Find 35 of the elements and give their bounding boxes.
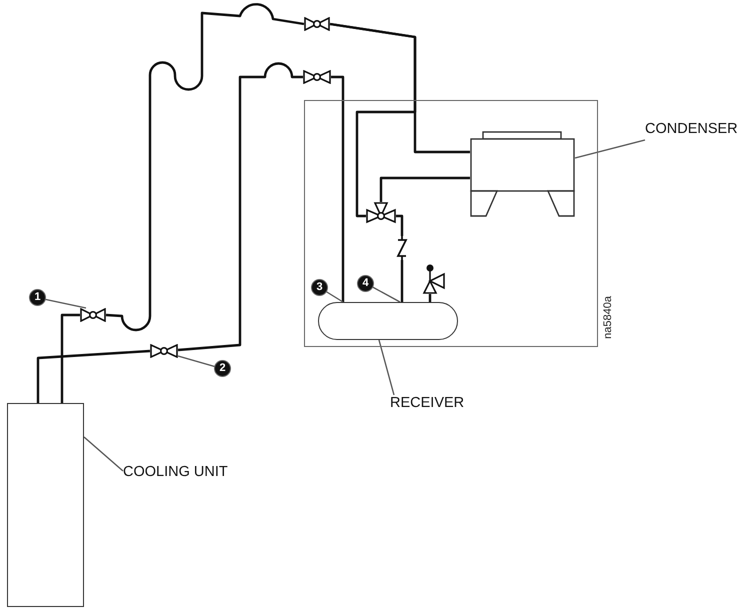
- callout-number: 2: [214, 360, 231, 377]
- part-label: CONDENSER: [645, 121, 738, 138]
- ball-valve-icon: [80, 308, 106, 322]
- part-label: RECEIVER: [390, 395, 464, 412]
- pipe: [380, 176, 470, 202]
- leader-line: [372, 286, 400, 303]
- callout-number: 3: [311, 279, 328, 296]
- pipe: [330, 22, 416, 218]
- leader-line: [44, 298, 86, 309]
- leader-line: [326, 290, 344, 303]
- check-valve-icon: [396, 236, 408, 260]
- pipe: [36, 350, 150, 403]
- pipe: [178, 62, 303, 352]
- pipe: [106, 3, 304, 331]
- leader-line: [574, 139, 646, 159]
- relief-valve-icon: [421, 263, 446, 294]
- part-label: COOLING UNIT: [123, 464, 228, 481]
- receiver-tank: [318, 302, 458, 340]
- pipe: [60, 314, 80, 403]
- cooling-unit-cabinet: [7, 403, 84, 607]
- ball-valve-icon: [304, 17, 330, 31]
- ball-valve-icon: [303, 70, 331, 84]
- three-way-valve-icon: [366, 202, 396, 224]
- pipe: [331, 76, 344, 302]
- drawing-number: na5840a: [602, 296, 614, 339]
- callout-number: 1: [29, 289, 46, 306]
- leader-line: [378, 340, 395, 396]
- pipe: [396, 214, 404, 236]
- pipe: [400, 260, 404, 302]
- condenser-drawing: [470, 131, 575, 217]
- enclosure-outline: [304, 100, 598, 347]
- leader-line: [84, 436, 124, 472]
- callout-number: 4: [357, 275, 374, 292]
- leader-line: [178, 355, 215, 368]
- ball-valve-icon: [150, 344, 178, 358]
